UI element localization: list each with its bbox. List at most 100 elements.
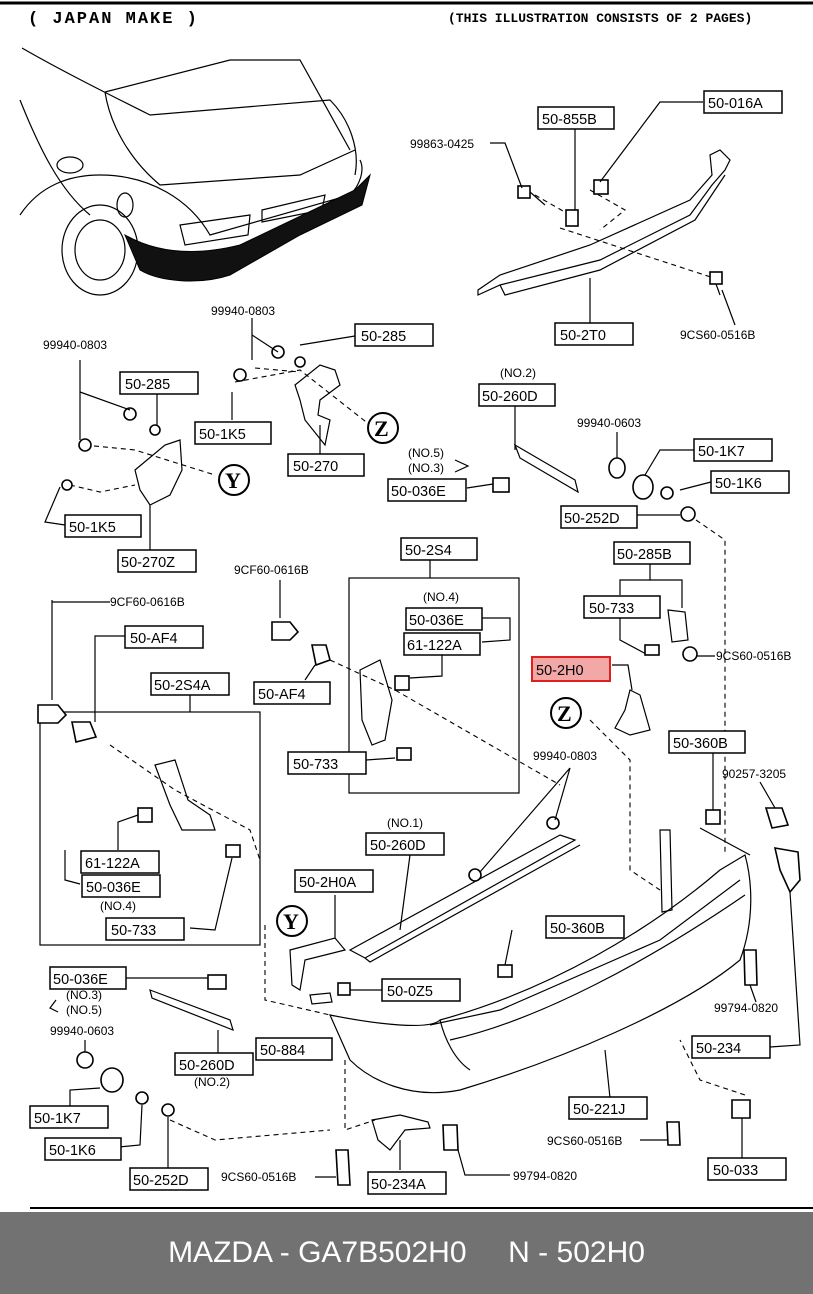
parts-diagram: ( JAPAN MAKE ) (THIS ILLUSTRATION CONSIS… [0,1,813,1209]
part-label-50-036E-a[interactable]: 50-036E [387,478,467,502]
part-label-50-260D-bottom[interactable]: 50-260D [174,1052,254,1076]
part-label-9CS60-0516B-bottom[interactable]: 9CS60-0516B [221,1170,296,1184]
header-pages-note: (THIS ILLUSTRATION CONSISTS OF 2 PAGES) [448,11,752,26]
svg-text:50-0Z5: 50-0Z5 [387,984,433,1000]
part-label-50-285-b[interactable]: 50-285 [119,371,199,395]
svg-text:50-1K6: 50-1K6 [715,476,762,492]
part-label-50-036E-d[interactable]: 50-036E [49,966,127,990]
svg-text:50-285: 50-285 [125,377,170,393]
note-no3-a: (NO.3) [408,461,444,475]
svg-text:61-122A: 61-122A [85,856,140,872]
part-label-50-1K6-a[interactable]: 50-1K6 [710,470,790,494]
svg-text:50-360B: 50-360B [673,736,728,752]
part-label-50-360B-b[interactable]: 50-360B [545,915,625,939]
part-label-50-733-a[interactable]: 50-733 [287,751,367,775]
part-label-50-234[interactable]: 50-234 [691,1035,771,1059]
svg-text:50-1K7: 50-1K7 [698,444,745,460]
part-label-9CS60-0516B-mid[interactable]: 9CS60-0516B [716,649,791,663]
svg-text:50-252D: 50-252D [564,511,620,527]
part-label-50-AF4-b[interactable]: 50-AF4 [124,625,204,649]
part-label-50-884[interactable]: 50-884 [255,1037,333,1061]
svg-text:50-2T0: 50-2T0 [560,328,606,344]
note-no5-b: (NO.5) [66,1003,102,1017]
part-label-99794-0820-b[interactable]: 99794-0820 [513,1169,577,1183]
svg-text:50-033: 50-033 [713,1163,758,1179]
part-label-50-036E-c[interactable]: 50-036E [81,874,161,898]
part-number-footer: MAZDA - GA7B502H0 N - 502H0 [0,1212,813,1294]
part-label-50-1K6-b[interactable]: 50-1K6 [44,1137,122,1161]
note-no4-a: (NO.4) [423,590,459,604]
ref-circle-Y-bottom[interactable]: Y [276,905,308,937]
svg-text:50-016A: 50-016A [708,96,763,112]
part-label-50-2T0[interactable]: 50-2T0 [554,322,634,346]
svg-text:50-260D: 50-260D [370,838,426,854]
svg-text:50-260D: 50-260D [179,1058,235,1074]
part-label-50-252D-b[interactable]: 50-252D [129,1167,209,1191]
part-label-9CF60-0616B-b[interactable]: 9CF60-0616B [110,595,185,609]
part-label-50-733-b[interactable]: 50-733 [583,595,661,619]
ref-circle-Z-top[interactable]: Z [367,412,399,444]
part-label-50-270[interactable]: 50-270 [287,453,365,477]
part-label-99940-0603-b[interactable]: 99940-0603 [50,1024,114,1038]
part-label-50-733-c[interactable]: 50-733 [105,917,185,941]
part-label-50-270Z[interactable]: 50-270Z [117,549,197,573]
svg-text:50-221J: 50-221J [573,1102,625,1118]
part-label-50-234A[interactable]: 50-234A [367,1171,447,1195]
svg-text:50-1K5: 50-1K5 [199,427,246,443]
svg-text:50-1K6: 50-1K6 [49,1143,96,1159]
note-no1: (NO.1) [387,816,423,830]
part-label-50-260D-mid[interactable]: 50-260D [365,832,445,856]
part-label-50-2S4[interactable]: 50-2S4 [400,537,478,561]
part-label-9CS60-0516B-right[interactable]: 9CS60-0516B [547,1134,622,1148]
part-label-50-016A[interactable]: 50-016A [703,90,783,114]
part-label-99940-0803-a[interactable]: 99940-0803 [211,304,275,318]
svg-text:50-733: 50-733 [589,601,634,617]
part-label-9CF60-0616B-a[interactable]: 9CF60-0616B [234,563,309,577]
svg-text:50-2H0A: 50-2H0A [299,875,357,891]
svg-text:50-855B: 50-855B [542,112,597,128]
svg-text:50-036E: 50-036E [391,484,446,500]
svg-text:50-AF4: 50-AF4 [130,631,178,647]
note-no4-b: (NO.4) [100,899,136,913]
part-label-50-260D-top[interactable]: 50-260D [478,383,556,407]
part-label-50-AF4-a[interactable]: 50-AF4 [253,681,331,705]
part-label-50-252D-a[interactable]: 50-252D [560,505,638,529]
part-label-50-033[interactable]: 50-033 [707,1157,787,1181]
part-label-50-221J[interactable]: 50-221J [568,1096,648,1120]
part-label-50-1K5-a[interactable]: 50-1K5 [194,421,272,445]
svg-text:50-2S4: 50-2S4 [405,543,452,559]
svg-text:50-1K7: 50-1K7 [34,1111,81,1127]
part-label-50-285B[interactable]: 50-285B [613,541,691,565]
ref-circle-Y-top[interactable]: Y [218,464,250,496]
part-label-61-122A-a[interactable]: 61-122A [403,632,481,656]
svg-text:50-733: 50-733 [111,923,156,939]
part-label-90257-3205[interactable]: 90257-3205 [722,767,786,781]
part-label-61-122A-b[interactable]: 61-122A [80,850,160,874]
svg-text:50-2H0: 50-2H0 [536,663,584,679]
svg-text:50-036E: 50-036E [53,972,108,988]
part-label-99940-0803-c[interactable]: 99940-0803 [533,749,597,763]
svg-text:61-122A: 61-122A [407,638,462,654]
part-label-50-1K7-b[interactable]: 50-1K7 [29,1105,109,1129]
svg-text:50-270: 50-270 [293,459,338,475]
part-label-50-1K7-a[interactable]: 50-1K7 [693,438,773,462]
part-label-50-036E-b[interactable]: 50-036E [405,607,483,631]
svg-text:50-1K5: 50-1K5 [69,520,116,536]
svg-text:50-2S4A: 50-2S4A [154,678,211,694]
part-label-50-2H0-highlighted[interactable]: 50-2H0 [531,656,611,682]
part-label-99794-0820-a[interactable]: 99794-0820 [714,1001,778,1015]
part-label-99863-0425[interactable]: 99863-0425 [410,137,474,151]
part-label-50-360B-a[interactable]: 50-360B [668,730,746,754]
part-label-50-2H0A[interactable]: 50-2H0A [294,869,374,893]
ref-circle-Z-mid[interactable]: Z [550,697,582,729]
part-label-50-2S4A[interactable]: 50-2S4A [150,672,230,696]
part-label-99940-0803-b[interactable]: 99940-0803 [43,338,107,352]
part-label-50-285-a[interactable]: 50-285 [354,323,434,347]
part-label-50-855B[interactable]: 50-855B [537,106,615,130]
part-label-50-0Z5[interactable]: 50-0Z5 [381,978,461,1002]
bracket-50-270Z-drawing [61,407,216,506]
part-label-99940-0603-a[interactable]: 99940-0603 [577,416,641,430]
svg-text:50-260D: 50-260D [482,389,538,405]
part-label-50-1K5-b[interactable]: 50-1K5 [64,514,142,538]
part-label-9CS60-0516B-top[interactable]: 9CS60-0516B [680,328,755,342]
